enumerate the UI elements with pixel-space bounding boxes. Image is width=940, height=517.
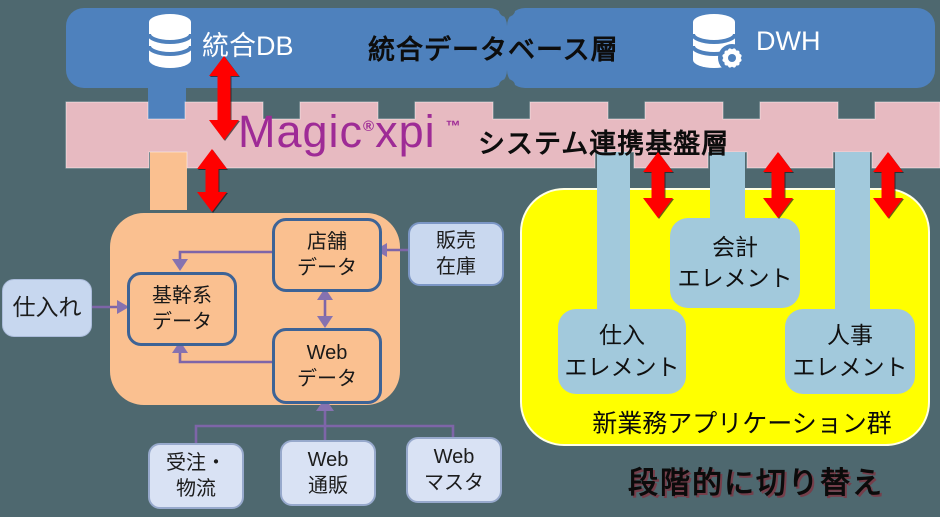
node-juchu-butsuryu: 受注・ 物流 [148, 443, 244, 509]
arrowhead-into-core-bottom [172, 341, 188, 353]
store-data-line2: データ [297, 257, 357, 279]
node-web-data: Web データ [272, 328, 382, 404]
node-shiire-element: 仕入 エレメント [558, 309, 686, 394]
core-data-line1: 基幹系 [152, 285, 212, 307]
trademark-mark: ™ [445, 118, 462, 135]
db-to-integration-tab [148, 60, 186, 119]
store-data-line1: 店舗 [307, 231, 347, 253]
integration-layer-title: システム連携基盤層 [478, 129, 730, 159]
juchu-line2: 物流 [176, 478, 216, 500]
hanbai-line2: 在庫 [436, 256, 476, 278]
shiire-label: 仕入れ [12, 294, 82, 321]
bar-junction-notch-bottom [499, 79, 515, 92]
database-gear-icon [691, 14, 746, 72]
node-web-master: Web マスタ [406, 437, 502, 503]
red-arrow-element-shiire [643, 152, 673, 218]
jinji-line1: 人事 [827, 322, 873, 349]
hanbai-line1: 販売 [436, 230, 476, 252]
magic-product-text: xpi [375, 106, 436, 157]
red-arrow-element-kaikei [763, 152, 793, 218]
connector-bar-shiire-element [597, 152, 630, 314]
database-icon [147, 14, 193, 68]
webtsuhan-line2: 通販 [308, 475, 348, 497]
arrowhead-into-core-top [172, 259, 188, 271]
kaikei-line1: 会計 [712, 233, 758, 260]
dwh-label: DWH [756, 26, 821, 56]
integration-to-legacy-tab [150, 150, 187, 210]
node-store-data: 店舗 データ [272, 218, 382, 292]
integrated-db-label: 統合DB [202, 31, 294, 61]
webtsuhan-line1: Web [307, 449, 349, 471]
registered-mark: ® [363, 118, 376, 135]
web-data-line2: データ [297, 368, 357, 390]
red-arrow-element-jinji [873, 152, 903, 218]
shiire-el-line1: 仕入 [599, 322, 645, 349]
node-core-data: 基幹系 データ [127, 272, 237, 346]
arrowhead-into-webdata [316, 398, 334, 411]
magic-brand-text: Magic [238, 106, 364, 157]
core-data-line2: データ [152, 311, 212, 333]
arrowhead-store-up [317, 288, 333, 300]
shiire-el-line2: エレメント [564, 353, 680, 380]
database-layer-bar-left [66, 8, 507, 88]
node-kaikei-element: 会計 エレメント [670, 218, 800, 308]
webmaster-line1: Web [433, 446, 475, 468]
arrowhead-web-down [317, 316, 333, 328]
webmaster-line2: マスタ [424, 472, 484, 494]
connector-web-to-core [178, 352, 273, 364]
node-web-tsuhan: Web 通販 [280, 440, 376, 506]
jinji-line2: エレメント [792, 353, 908, 380]
caption-stepwise-switch: 段階的に切り替え [628, 467, 884, 500]
node-jinji-element: 人事 エレメント [785, 309, 915, 394]
red-arrow-integration-legacy [197, 149, 227, 212]
bar-junction-notch-top [499, 4, 515, 17]
node-shiire: 仕入れ [2, 279, 92, 337]
kaikei-line2: エレメント [677, 265, 793, 291]
web-data-line1: Web [306, 342, 348, 364]
magic-xpi-logo: Magic®xpi ™ [238, 106, 462, 158]
integration-bar-shape [65, 101, 940, 169]
new-application-group-label: 新業務アプリケーション群 [592, 410, 892, 438]
connector-bar-kaikei-element [710, 152, 745, 224]
red-arrow-db-integration [209, 56, 239, 140]
node-hanbai-zaiko: 販売 在庫 [408, 222, 504, 286]
connector-bar-jinji-element [835, 152, 870, 314]
arrowhead-into-core-left [117, 300, 129, 314]
database-layer-title: 統合データベース層 [368, 35, 619, 65]
connector-store-to-core [178, 250, 273, 260]
juchu-line1: 受注・ [166, 452, 226, 474]
